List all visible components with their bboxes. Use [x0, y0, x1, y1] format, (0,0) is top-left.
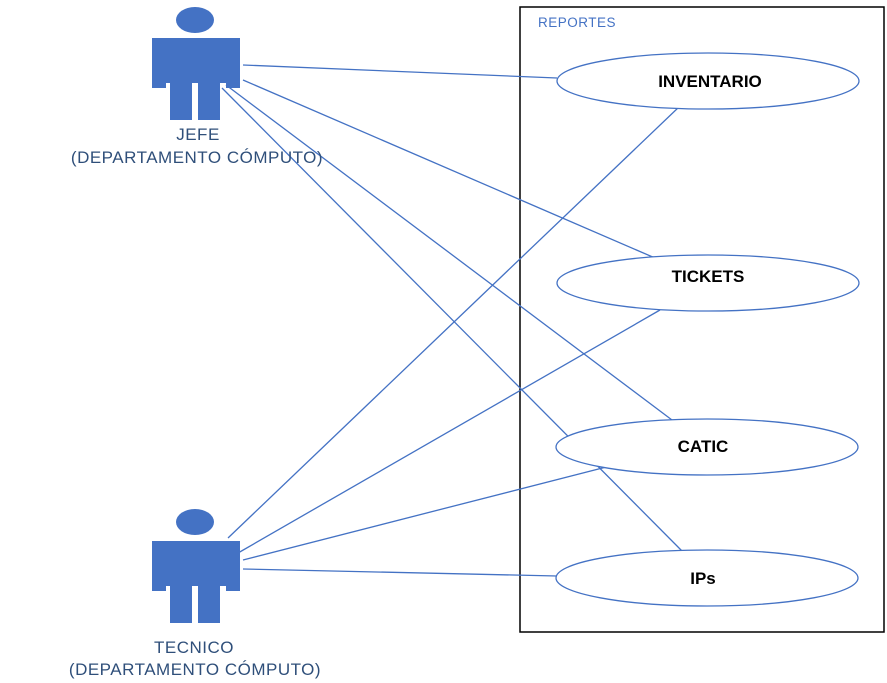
- association-tecnico-catic: [242, 463, 619, 561]
- associations: [221, 64, 684, 577]
- use-case-inventario: INVENTARIO: [556, 52, 860, 110]
- association-jefe-ips: [221, 87, 684, 553]
- use-case-label: INVENTARIO: [658, 72, 762, 91]
- association-tecnico-inventario: [227, 105, 681, 539]
- use-case-label: CATIC: [678, 437, 729, 456]
- association-jefe-tickets: [242, 79, 656, 259]
- actor-figure-icon: [152, 7, 240, 120]
- use-case-tickets: TICKETS: [556, 254, 860, 312]
- actor-tecnico: TECNICO (DEPARTAMENTO CÓMPUTO): [69, 509, 321, 679]
- use-case-ellipse: [555, 549, 859, 607]
- association-jefe-inventario: [242, 64, 558, 79]
- system-boundary: [519, 6, 885, 633]
- use-case-catic: CATIC: [555, 418, 859, 476]
- use-case-label: IPs: [690, 569, 716, 588]
- system-title: REPORTES: [538, 15, 616, 30]
- use-case-ellipse: [555, 418, 859, 476]
- actor-subtitle: (DEPARTAMENTO CÓMPUTO): [71, 148, 323, 167]
- actor-subtitle: (DEPARTAMENTO CÓMPUTO): [69, 660, 321, 679]
- association-tecnico-ips: [242, 568, 558, 577]
- actor-name: JEFE: [176, 125, 220, 144]
- actor-name: TECNICO: [154, 638, 234, 657]
- association-jefe-catic: [225, 84, 673, 421]
- use-case-label: TICKETS: [672, 267, 745, 286]
- use-case-ellipse: [556, 52, 860, 110]
- use-case-ellipse: [556, 254, 860, 312]
- use-case-ips: IPs: [555, 549, 859, 607]
- actor-figure-icon: [152, 509, 240, 623]
- association-tecnico-tickets: [237, 309, 661, 554]
- actor-jefe: JEFE (DEPARTAMENTO CÓMPUTO): [71, 7, 323, 167]
